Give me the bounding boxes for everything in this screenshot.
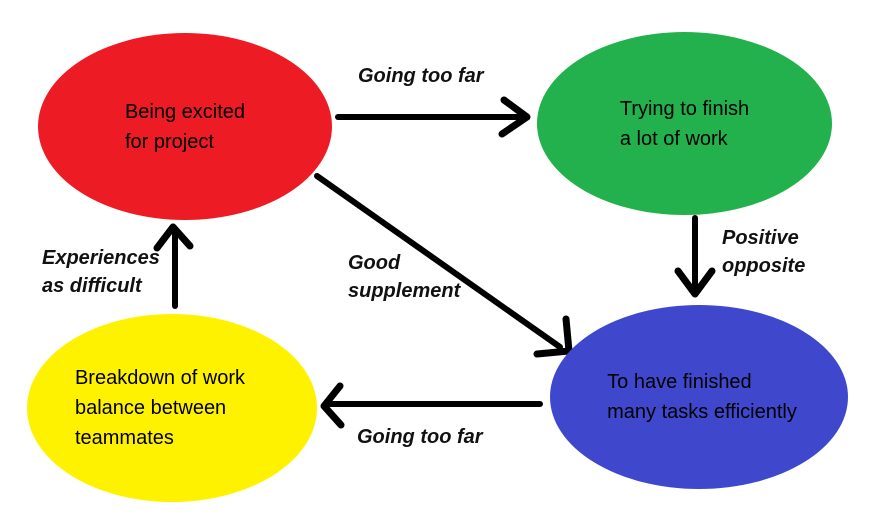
edge-label-line: Good — [348, 252, 401, 274]
node-label-line: many tasks efficiently — [607, 401, 797, 423]
node-label-line: Trying to finish — [619, 97, 750, 120]
arrow-excited-to-trying — [335, 96, 531, 138]
node-work-breakdown: Breakdown of work balance between teamma… — [27, 314, 317, 502]
edge-label-good-supplement: Good supplement — [348, 249, 460, 305]
node-label-line: teammates — [74, 427, 174, 449]
edge-label-going-too-far-top: Going too far — [358, 62, 484, 90]
node-trying-to-finish-label: Trying to finish a lot of work — [620, 94, 749, 154]
arrow-breakdown-to-excited — [153, 223, 194, 309]
arrow-finished-to-breakdown — [320, 382, 543, 429]
node-being-excited-label: Being excited for project — [125, 97, 245, 157]
node-being-excited: Being excited for project — [38, 33, 332, 220]
edge-label-going-too-far-bottom: Going too far — [357, 423, 483, 451]
node-label-line: Breakdown of work — [74, 367, 246, 389]
edge-label-positive-opposite: Positive opposite — [722, 224, 805, 280]
edge-label-line: opposite — [722, 255, 806, 277]
node-finished-tasks-label: To have finished many tasks efficiently — [601, 367, 797, 427]
edge-label-line: Experiences — [42, 247, 160, 269]
node-label-line: for project — [124, 130, 214, 153]
edge-label-line: Positive — [722, 227, 799, 249]
edge-label-experiences-as-difficult: Experiences as difficult — [42, 244, 160, 300]
edge-label-line: Going too far — [357, 426, 483, 448]
arrow-trying-to-finished — [674, 215, 716, 298]
node-trying-to-finish: Trying to finish a lot of work — [537, 32, 832, 215]
node-work-breakdown-label: Breakdown of work balance between teamma… — [75, 363, 269, 453]
node-label-line: a lot of work — [619, 127, 728, 150]
node-label-line: balance between — [74, 397, 227, 419]
edge-label-line: as difficult — [42, 275, 142, 297]
node-label-line: To have finished — [607, 371, 752, 393]
node-finished-tasks: To have finished many tasks efficiently — [550, 305, 848, 489]
edge-label-line: supplement — [348, 280, 461, 302]
node-label-line: Being excited — [124, 100, 246, 123]
edge-label-line: Going too far — [358, 65, 484, 87]
